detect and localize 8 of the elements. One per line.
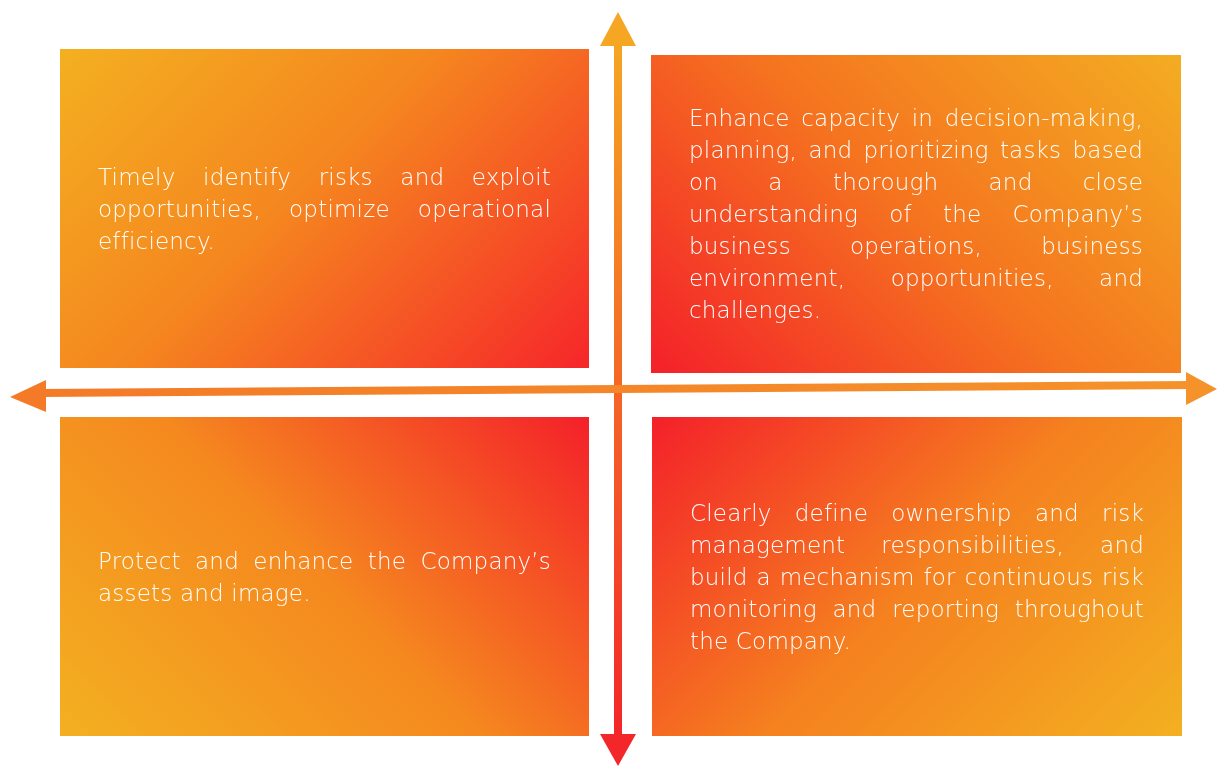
- quadrant-box: [60, 49, 589, 368]
- quadrant-text: Enhance capacity in decision-making, planning, and prioritizing tasks based on a thorough and close understanding of the Company’s business operations, business environment, opportunities, and challenges.: [689, 104, 1143, 325]
- quadrant-text: Timely identify risks and exploit opportunities, optimize operational efficiency.: [98, 162, 551, 256]
- quadrant-text: Protect and enhance the Company’s assets and image.: [98, 546, 551, 608]
- quadrant-box: [652, 417, 1182, 736]
- quadrant-box: [60, 417, 589, 736]
- quadrant-box: [651, 55, 1181, 373]
- quadrant-text: Clearly define ownership and risk management responsibilities, and build a mechanism for continuous risk monitoring and reporting throughout the Company.: [690, 498, 1144, 656]
